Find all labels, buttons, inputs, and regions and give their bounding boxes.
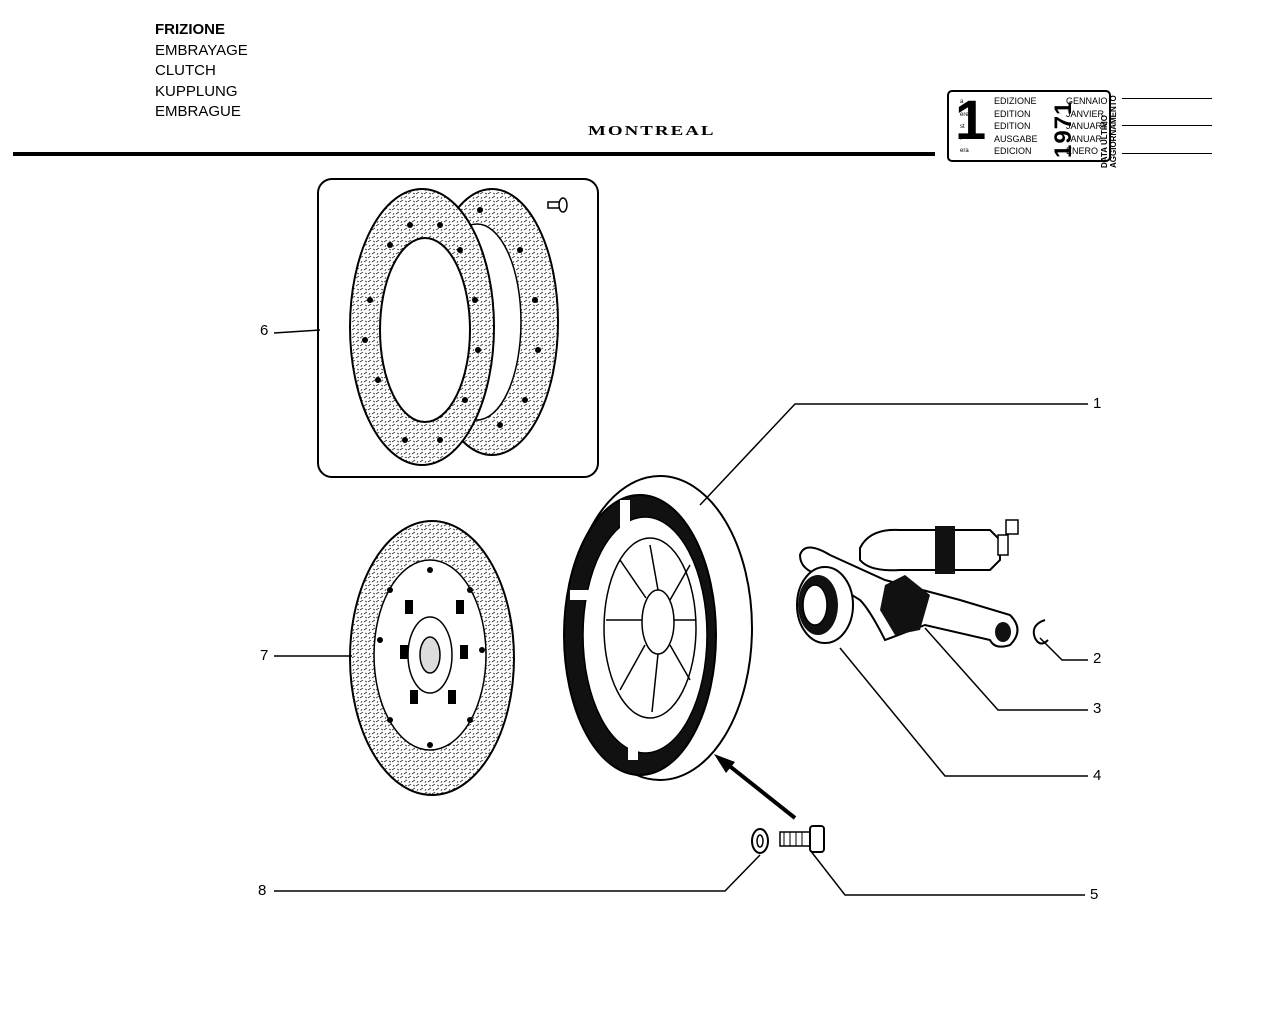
washer-part-8 <box>751 828 769 854</box>
leader-2 <box>1039 637 1088 661</box>
edition-label: EDITION <box>994 108 1031 119</box>
title-fr: EMBRAYAGE <box>155 41 248 59</box>
edition-label: AUSGABE <box>994 133 1038 144</box>
clutch-disc-part-7 <box>349 520 515 796</box>
edition-box: 1 a ere st . era EDIZIONE EDITION EDITIO… <box>947 90 1111 162</box>
edition-label: EDITION <box>994 121 1031 131</box>
leader-5 <box>809 849 1085 896</box>
brand-logo: MONTREAL <box>588 124 716 139</box>
edition-suffix: st <box>960 124 965 130</box>
edition-label: EDICION <box>994 146 1032 156</box>
title-block: FRIZIONE EMBRAYAGE CLUTCH KUPPLUNG EMBRA… <box>155 20 248 123</box>
header-rule <box>13 152 935 156</box>
edition-month: JANVIER <box>1066 108 1105 119</box>
edition-month: JANUAR <box>1066 133 1103 144</box>
edition-suffix: ere <box>960 112 969 118</box>
edition-label: EDIZIONE <box>994 96 1037 106</box>
assembly-arrow <box>714 754 797 820</box>
callout-6: 6 <box>260 322 269 339</box>
update-line <box>1122 98 1212 99</box>
title-it: FRIZIONE <box>155 21 225 38</box>
leader-1 <box>699 403 1088 506</box>
edition-months: GENNAIO JANVIER JANUARY JANUAR ENERO <box>1066 95 1108 158</box>
edition-month: JANUARY <box>1066 121 1108 131</box>
leader-6 <box>273 329 321 334</box>
rivet <box>547 197 568 213</box>
edition-labels: EDIZIONE EDITION EDITION AUSGABE EDICION <box>994 95 1038 158</box>
leader-3 <box>924 627 1088 711</box>
title-en: CLUTCH <box>155 62 216 79</box>
update-line <box>1122 125 1212 126</box>
part-6-frame <box>317 178 599 478</box>
leader-lines <box>273 329 1088 896</box>
edition-month: GENNAIO <box>1066 96 1108 106</box>
callout-3: 3 <box>1093 700 1102 717</box>
friction-linings-part-6 <box>349 188 559 466</box>
release-assembly <box>796 519 1049 648</box>
edition-month: ENERO <box>1066 146 1099 156</box>
callout-8: 8 <box>258 882 267 899</box>
bolt-part-5 <box>779 825 825 853</box>
callout-2: 2 <box>1093 650 1102 667</box>
update-line <box>1122 153 1212 154</box>
title-de: KUPPLUNG <box>155 82 238 100</box>
edition-suffix: . <box>960 136 962 142</box>
edition-suffix: a <box>960 99 964 105</box>
edition-number: 1 <box>955 88 987 151</box>
pressure-plate-part-1 <box>563 475 753 781</box>
callout-7: 7 <box>260 647 269 664</box>
callout-1: 1 <box>1093 395 1102 412</box>
edition-suffix: era <box>960 148 969 154</box>
callout-4: 4 <box>1093 767 1102 784</box>
callout-5: 5 <box>1090 886 1099 903</box>
leader-4 <box>839 647 1088 777</box>
title-es: EMBRAGUE <box>155 103 241 120</box>
leader-8 <box>274 854 761 892</box>
